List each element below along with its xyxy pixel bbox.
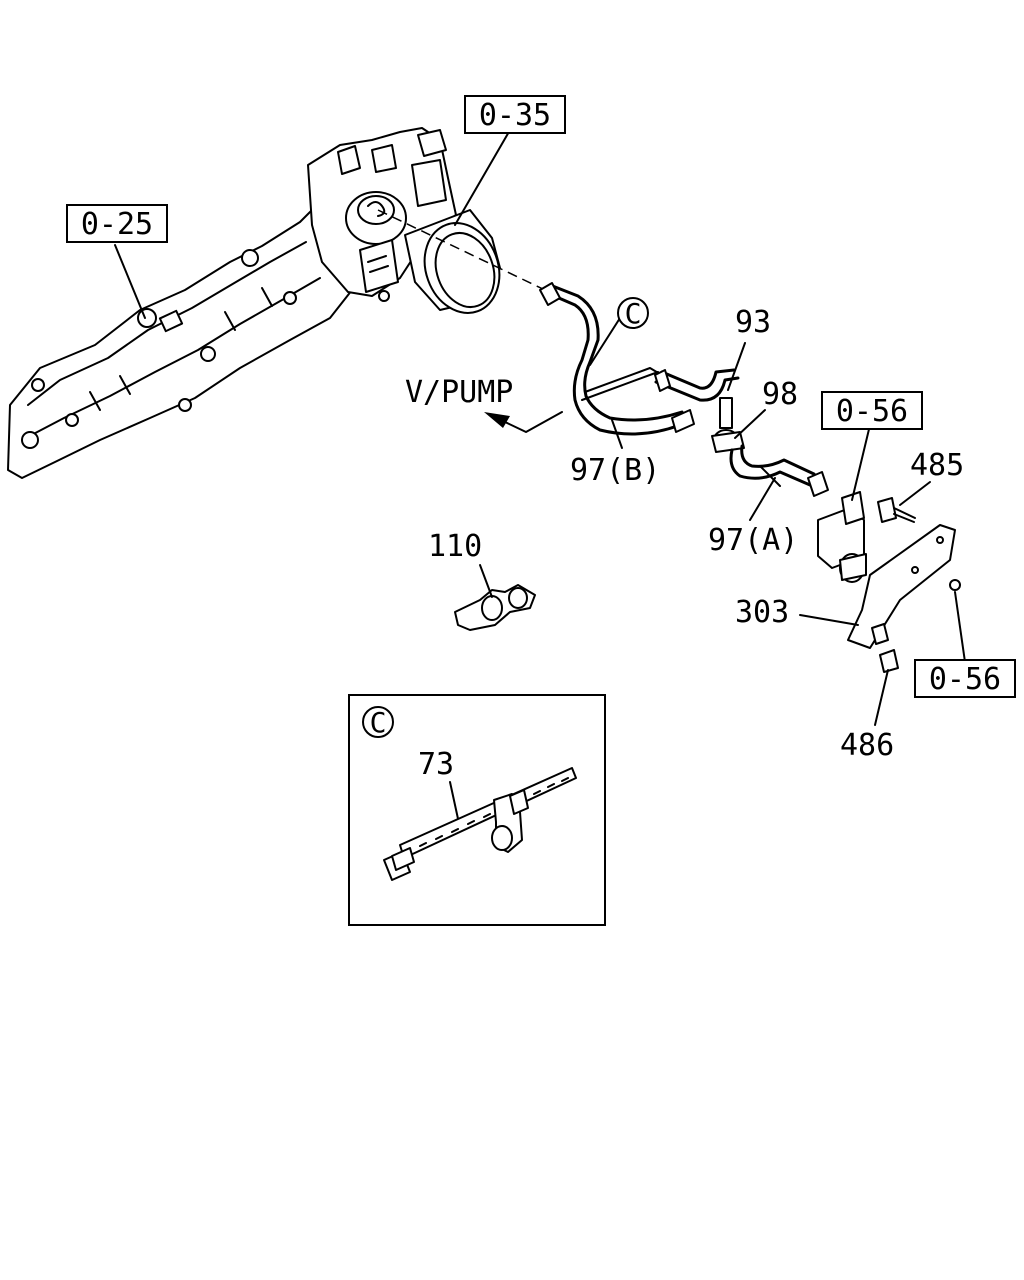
- svg-text:0-25: 0-25: [81, 207, 153, 242]
- callout-c-marker: C: [617, 297, 649, 330]
- label-303: 303: [735, 595, 789, 630]
- callout-0-56-top: 0-56: [821, 391, 923, 430]
- washer-0-56: [949, 579, 961, 591]
- bracket-303: [847, 524, 956, 649]
- nut-486: [871, 623, 899, 673]
- svg-text:C: C: [625, 297, 642, 330]
- label-97b: 97(B): [570, 453, 660, 488]
- vsv-solenoid: [817, 491, 867, 583]
- label-vpump: V/PUMP: [405, 375, 513, 410]
- label-97a: 97(A): [708, 523, 798, 558]
- hose-97a: [729, 444, 829, 497]
- svg-text:73: 73: [418, 747, 454, 782]
- svg-text:C: C: [370, 706, 387, 739]
- hose-97b: [539, 282, 695, 436]
- callout-0-35: 0-35: [464, 95, 566, 134]
- svg-text:0-56: 0-56: [836, 394, 908, 429]
- callout-0-25: 0-25: [66, 204, 168, 243]
- callout-0-56-bottom: 0-56: [914, 659, 1016, 698]
- bolt-485: [877, 497, 916, 523]
- detail-c-inset: C 73: [348, 694, 606, 926]
- intake-manifold: [7, 199, 353, 479]
- leader-lines: [114, 129, 966, 726]
- label-485: 485: [910, 448, 964, 483]
- label-110: 110: [428, 529, 482, 564]
- label-93: 93: [735, 305, 771, 340]
- svg-text:0-35: 0-35: [479, 98, 551, 133]
- label-486: 486: [840, 728, 894, 763]
- cable-tie-73: [383, 767, 577, 881]
- clip-110: [454, 584, 536, 631]
- vpump-arrow: [484, 411, 563, 433]
- svg-text:0-56: 0-56: [929, 662, 1001, 697]
- label-98: 98: [762, 377, 798, 412]
- hose-93: [654, 368, 740, 429]
